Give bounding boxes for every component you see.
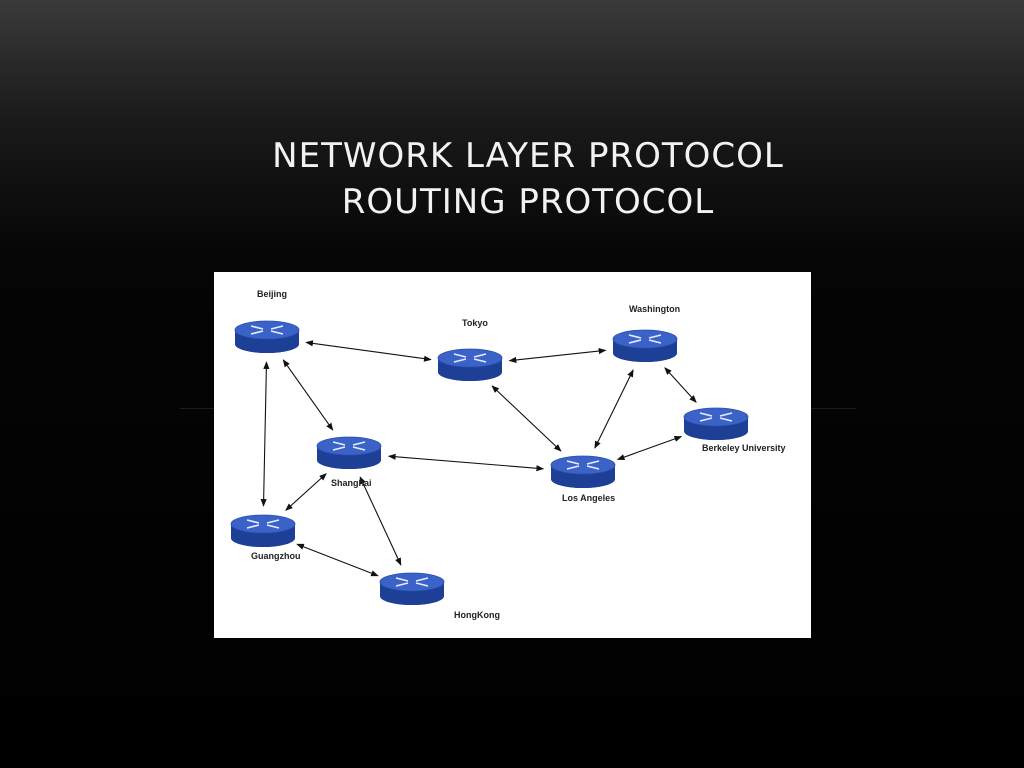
router-icon: [379, 572, 445, 605]
slide-title-line2: ROUTING PROTOCOL: [341, 181, 715, 222]
link-tokyo-los_angeles: [491, 385, 562, 452]
link-beijing-tokyo: [305, 340, 432, 362]
router-icon: [437, 348, 503, 381]
router-label-los_angeles: Los Angeles: [562, 493, 615, 503]
router-icon: [683, 407, 749, 440]
router-beijing: Beijing: [234, 289, 300, 353]
link-shanghai-los_angeles: [387, 453, 545, 472]
router-label-shanghai: Shanghai: [331, 478, 372, 488]
link-washington-los_angeles: [594, 369, 634, 449]
router-label-beijing: Beijing: [257, 289, 287, 299]
router-los_angeles: Los Angeles: [550, 455, 616, 503]
router-berkeley: Berkeley University: [683, 407, 786, 453]
link-washington-berkeley: [664, 367, 697, 403]
router-tokyo: Tokyo: [437, 318, 503, 381]
router-label-berkeley: Berkeley University: [702, 443, 786, 453]
router-label-washington: Washington: [629, 304, 680, 314]
background-rule-right: [811, 408, 856, 409]
link-guangzhou-hongkong: [296, 543, 379, 577]
link-tokyo-washington: [508, 347, 607, 364]
link-shanghai-hongkong: [359, 476, 402, 566]
router-icon: [550, 455, 616, 488]
link-beijing-guangzhou: [260, 361, 270, 507]
links-layer: [260, 340, 697, 577]
router-shanghai: Shanghai: [316, 436, 382, 488]
router-label-guangzhou: Guangzhou: [251, 551, 301, 561]
router-icon: [230, 514, 296, 547]
link-berkeley-los_angeles: [616, 435, 683, 461]
background-rule-left: [180, 408, 220, 409]
router-icon: [612, 329, 678, 362]
link-beijing-shanghai: [282, 359, 334, 431]
router-label-hongkong: HongKong: [454, 610, 500, 620]
router-guangzhou: Guangzhou: [230, 514, 301, 561]
router-hongkong: HongKong: [379, 572, 500, 620]
router-label-tokyo: Tokyo: [462, 318, 488, 328]
slide-title: NETWORK LAYER PROTOCOL ROUTING PROTOCOL: [0, 133, 1024, 225]
router-icon: [234, 320, 300, 353]
router-washington: Washington: [612, 304, 680, 362]
link-shanghai-guangzhou: [285, 473, 327, 511]
slide-title-line1: NETWORK LAYER PROTOCOL: [272, 135, 784, 176]
router-icon: [316, 436, 382, 469]
